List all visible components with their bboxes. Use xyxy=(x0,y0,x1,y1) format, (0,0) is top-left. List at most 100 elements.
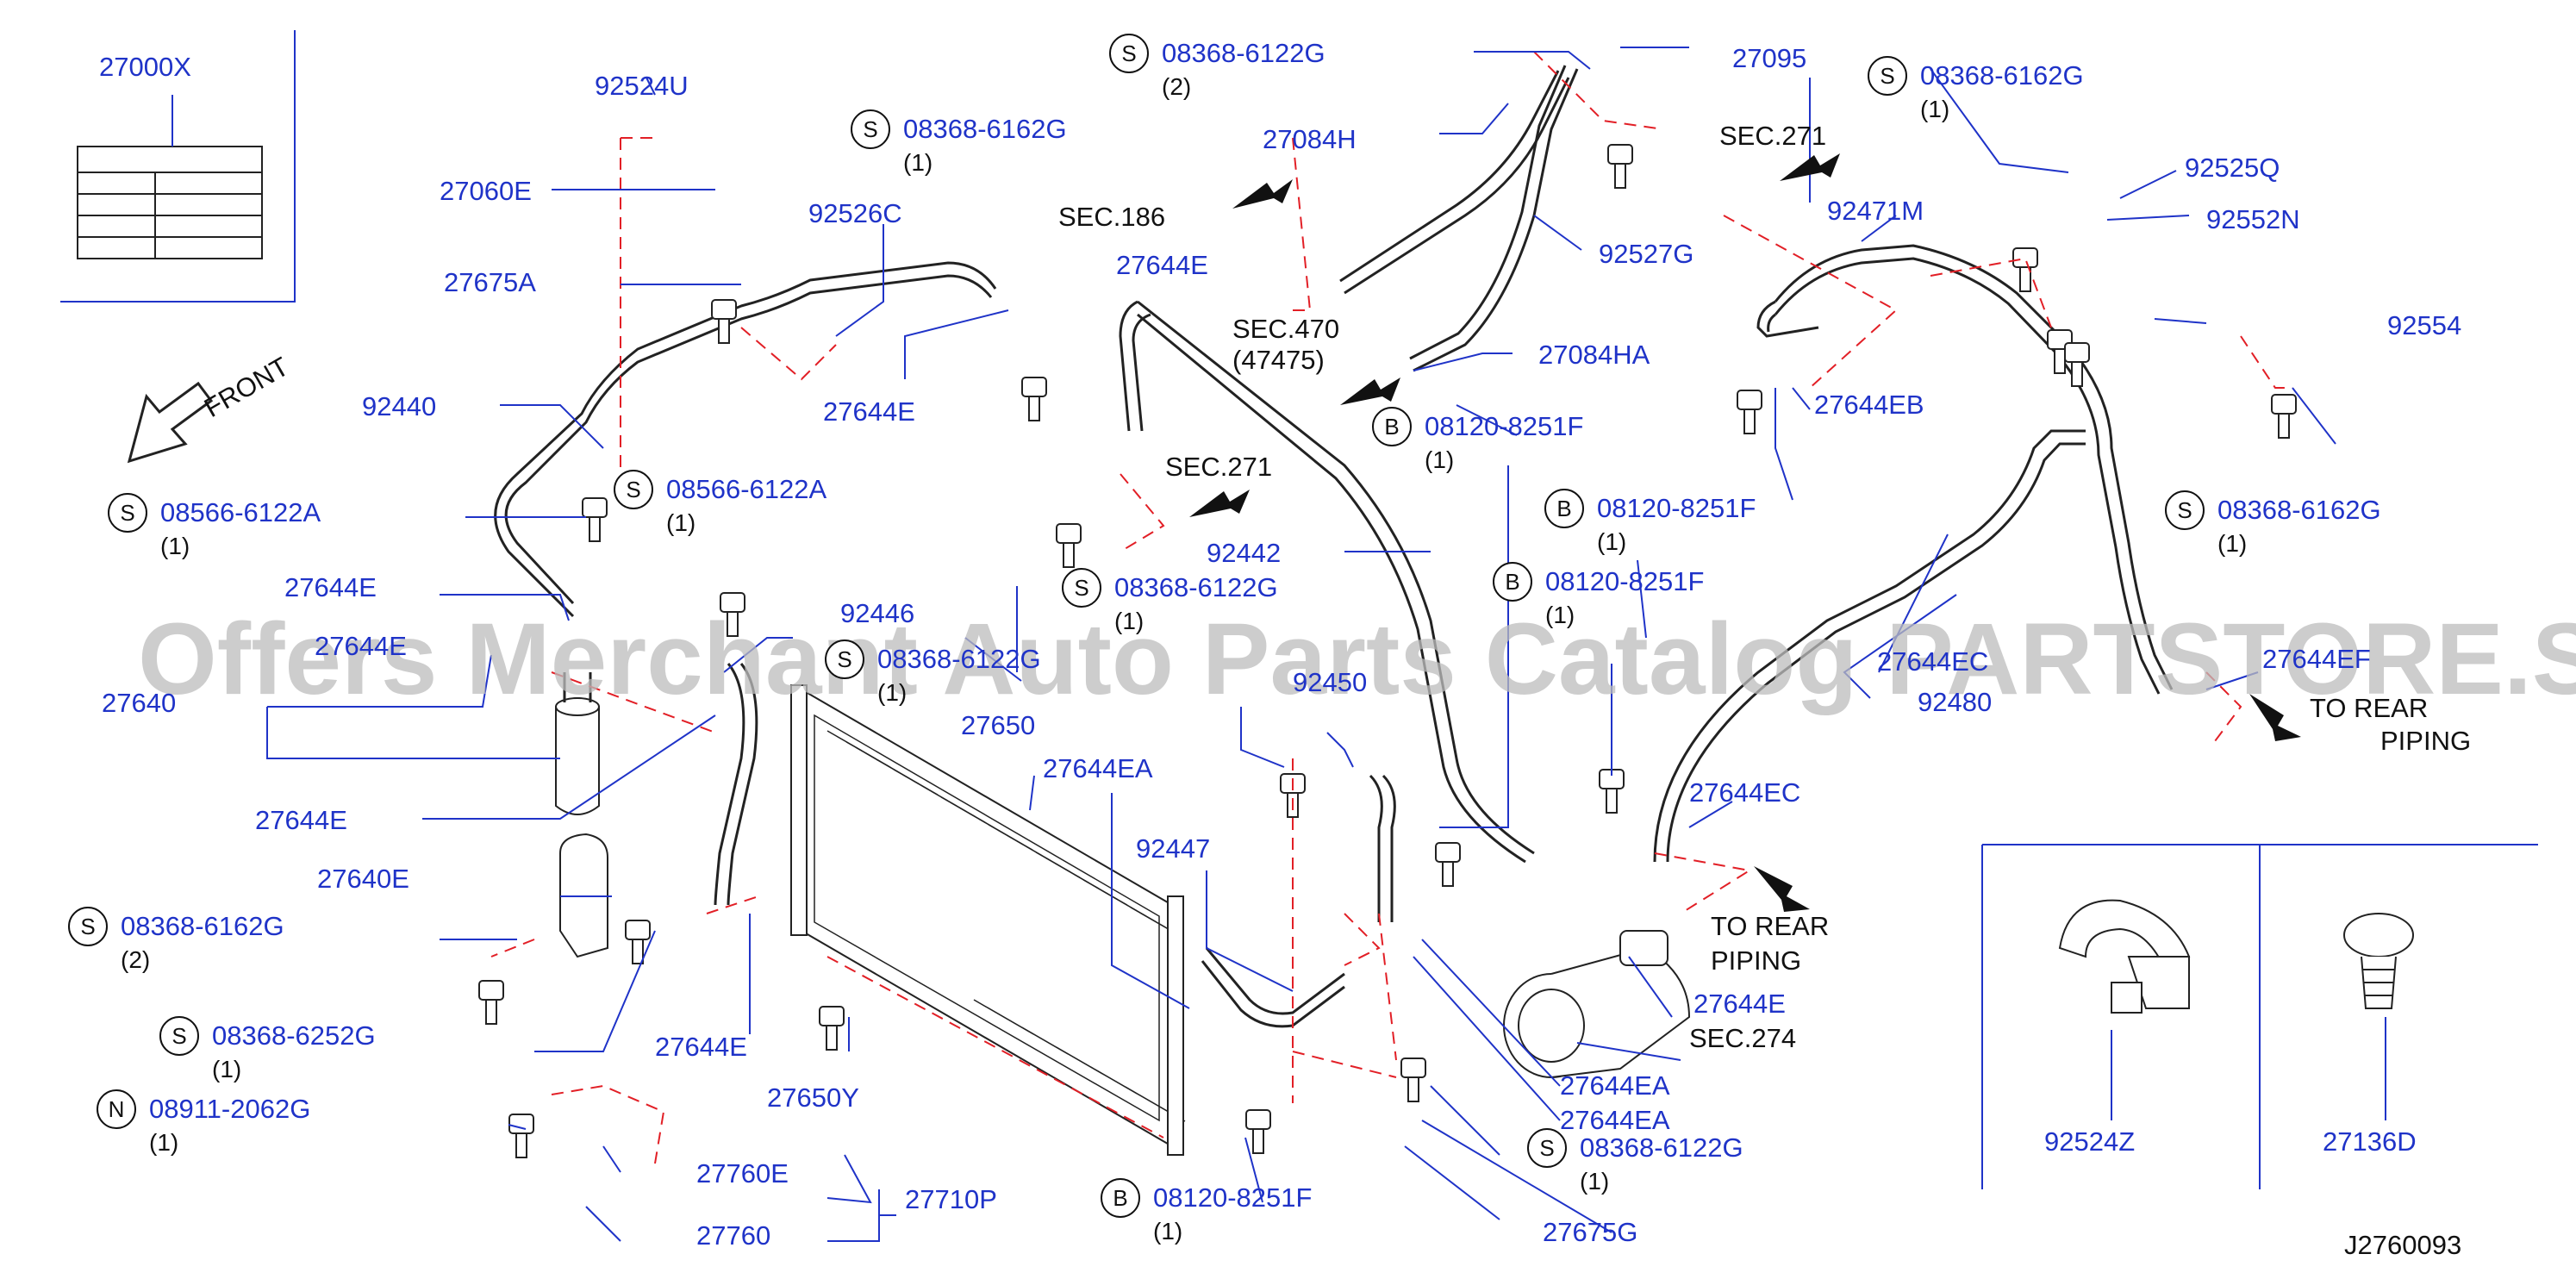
fastener-code[interactable]: 08566-6122A xyxy=(666,474,826,504)
part-92525Q[interactable]: 92525Q xyxy=(2185,153,2280,183)
section-274[interactable]: SEC.274 xyxy=(1689,1023,1796,1053)
part-92447[interactable]: 92447 xyxy=(1136,833,1210,864)
fastener-code[interactable]: 08368-6162G xyxy=(2217,495,2381,525)
part-92471M[interactable]: 92471M xyxy=(1827,196,1924,226)
part-27060E[interactable]: 27060E xyxy=(440,176,532,206)
fastener-prefix-circle xyxy=(108,493,147,533)
fastener-prefix-circle xyxy=(97,1089,136,1129)
fastener-code[interactable]: 08911-2062G xyxy=(149,1094,310,1124)
part-27760[interactable]: 27760 xyxy=(696,1220,770,1251)
part-27000X[interactable]: 27000X xyxy=(99,52,191,82)
part-92527G[interactable]: 92527G xyxy=(1599,239,1693,269)
part-92440[interactable]: 92440 xyxy=(362,391,436,421)
part-27640[interactable]: 27640 xyxy=(102,688,176,718)
fastener-code[interactable]: 08368-6122G xyxy=(1114,572,1278,602)
section-271-b[interactable]: SEC.271 xyxy=(1719,121,1826,151)
part-27644E-d[interactable]: 27644E xyxy=(255,805,347,835)
fastener-qty: (1) xyxy=(1580,1168,1609,1195)
part-27675A[interactable]: 27675A xyxy=(444,267,536,297)
section-470[interactable]: SEC.470 xyxy=(1232,314,1339,344)
part-27095[interactable]: 27095 xyxy=(1732,43,1806,73)
part-92554[interactable]: 92554 xyxy=(2387,310,2461,340)
fastener-code[interactable]: 08368-6162G xyxy=(121,911,284,941)
part-27710P[interactable]: 27710P xyxy=(905,1184,997,1214)
fastener-prefix-circle xyxy=(1372,407,1412,446)
fastener-prefix-circle xyxy=(1544,489,1584,528)
fastener-code[interactable]: 08368-6122G xyxy=(1162,38,1325,68)
watermark: Offers Merchant Auto Parts Catalog PARTS… xyxy=(138,602,2576,716)
part-27650[interactable]: 27650 xyxy=(961,710,1035,740)
part-92524U[interactable]: 92524U xyxy=(595,71,689,101)
fastener-code[interactable]: 08566-6122A xyxy=(160,497,321,527)
fastener-prefix-circle xyxy=(1101,1178,1140,1218)
part-27640E[interactable]: 27640E xyxy=(317,864,409,894)
section-271-a[interactable]: SEC.271 xyxy=(1165,452,1272,482)
part-27644EC-a[interactable]: 27644EC xyxy=(1877,646,1988,677)
part-27675G[interactable]: 27675G xyxy=(1543,1217,1637,1247)
pipe-92447 xyxy=(1201,947,1345,1028)
part-92442[interactable]: 92442 xyxy=(1207,538,1281,568)
fastener-code[interactable]: 08368-6252G xyxy=(212,1020,376,1051)
bolt-icon xyxy=(720,592,745,637)
part-27644E-e[interactable]: 27644E xyxy=(655,1032,747,1062)
part-92450[interactable]: 92450 xyxy=(1293,667,1367,697)
part-27760E[interactable]: 27760E xyxy=(696,1158,789,1189)
part-27644E-f[interactable]: 27644E xyxy=(1693,989,1786,1019)
bolts-group xyxy=(478,144,2297,1158)
pipe-92440 xyxy=(494,261,997,618)
fastener-code[interactable]: 08368-6162G xyxy=(1920,60,2084,90)
fastener-prefix-circle xyxy=(851,109,890,149)
fastener-code[interactable]: 08120-8251F xyxy=(1153,1182,1312,1213)
part-27644EB[interactable]: 27644EB xyxy=(1814,390,1924,420)
part-27644EA-b[interactable]: 27644EA xyxy=(1560,1070,1670,1101)
part-92552N[interactable]: 92552N xyxy=(2206,204,2300,234)
part-27644E-c[interactable]: 27644E xyxy=(284,572,377,602)
fastener-code[interactable]: 08368-6122G xyxy=(1580,1132,1743,1163)
fastener-code[interactable]: 08368-6122G xyxy=(877,644,1041,674)
section-arrow-icon xyxy=(2249,694,2301,741)
part-92446[interactable]: 92446 xyxy=(840,598,914,628)
part-27650Y[interactable]: 27650Y xyxy=(767,1082,859,1113)
fastener-prefix: S xyxy=(1121,41,1136,66)
part-27084HA[interactable]: 27084HA xyxy=(1538,340,1650,370)
bolt-icon xyxy=(625,920,651,964)
fastener-prefix: S xyxy=(1880,63,1894,89)
part-92480[interactable]: 92480 xyxy=(1918,687,1992,717)
pipe-92442 xyxy=(1119,300,1535,864)
condenser-27650 xyxy=(790,684,1186,1156)
part-27084H[interactable]: 27084H xyxy=(1263,124,1357,154)
section-186[interactable]: SEC.186 xyxy=(1058,202,1165,232)
fastener-code[interactable]: 08120-8251F xyxy=(1545,566,1704,596)
part-27644EA-c[interactable]: 27644EA xyxy=(1560,1105,1670,1135)
part-27644E-g[interactable]: 27644E xyxy=(315,631,407,661)
part-92524Z[interactable]: 92524Z xyxy=(2044,1126,2135,1157)
bolt-icon xyxy=(1607,144,1633,189)
part-27644E-a[interactable]: 27644E xyxy=(823,396,915,427)
fastener-code[interactable]: 08120-8251F xyxy=(1597,493,1756,523)
part-27136D[interactable]: 27136D xyxy=(2323,1126,2417,1157)
fastener-code[interactable]: 08120-8251F xyxy=(1425,411,1583,441)
part-92526C[interactable]: 92526C xyxy=(808,198,902,228)
fastener-code[interactable]: 08368-6162G xyxy=(903,114,1067,144)
part-27644E-b[interactable]: 27644E xyxy=(1116,250,1208,280)
part-27644EA-a[interactable]: 27644EA xyxy=(1043,753,1153,783)
part-27644EF[interactable]: 27644EF xyxy=(2262,644,2371,674)
part-27644EC-b[interactable]: 27644EC xyxy=(1689,777,1800,808)
